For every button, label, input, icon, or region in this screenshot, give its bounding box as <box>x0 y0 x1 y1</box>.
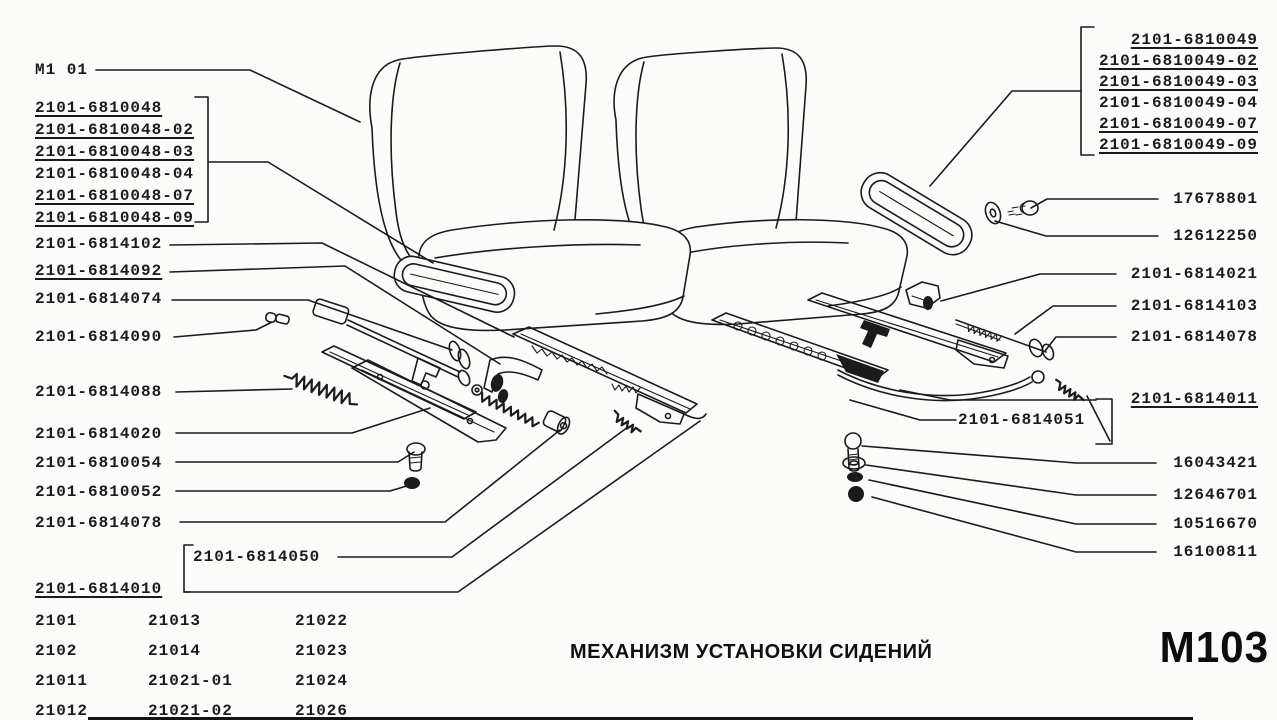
rail-6814011-drawing <box>807 292 1009 369</box>
trim-screw-drawing <box>1007 200 1039 216</box>
part-label-6814021: 2101-6814021 <box>1130 265 1258 283</box>
table-cell: 21021-01 <box>148 672 233 690</box>
part-label-10516670: 10516670 <box>1173 515 1258 533</box>
group-brackets <box>183 26 1113 593</box>
part-label-6814078-left: 2101-6814078 <box>35 514 163 532</box>
part-label-16043421: 16043421 <box>1173 454 1258 472</box>
diagram-caption: МЕХАНИЗМ УСТАНОВКИ СИДЕНИЙ <box>570 641 933 663</box>
table-cell: 21012 <box>35 702 89 720</box>
part-label-6810052: 2101-6810052 <box>35 483 163 501</box>
seat-trim-left-drawing <box>393 255 516 313</box>
part-label-6810048-04: 2101-6810048-04 <box>35 165 195 183</box>
mechanism-center-drawing <box>471 326 707 435</box>
table-cell: 21024 <box>295 672 349 690</box>
part-label-6814090: 2101-6814090 <box>35 328 163 346</box>
spring-6814088-drawing <box>283 372 359 406</box>
page-code: М103 <box>1159 623 1269 672</box>
table-cell: 21014 <box>148 642 202 660</box>
cable-6814050-drawing <box>471 384 571 435</box>
part-label-6810049-04: 2101-6810049-04 <box>1098 94 1258 112</box>
leader-lines <box>95 69 1159 593</box>
part-label-6814088: 2101-6814088 <box>35 383 163 401</box>
part-label-6810049-07: 2101-6810049-07 <box>1098 115 1258 133</box>
part-label-16100811: 16100811 <box>1173 543 1258 561</box>
bracket-6814021-drawing <box>905 281 941 310</box>
trim-washer-drawing <box>984 201 1002 225</box>
latch-lever-6814092-drawing <box>483 356 543 403</box>
model-ref-label: M1 01 <box>35 61 89 79</box>
fastener-stack-drawing <box>842 432 866 502</box>
part-label-6810049-09: 2101-6810049-09 <box>1098 136 1258 154</box>
part-label-6814102: 2101-6814102 <box>35 235 163 253</box>
part-label-6810048-02: 2101-6810048-02 <box>35 121 195 139</box>
part-label-6810049: 2101-6810049 <box>1130 31 1258 49</box>
seat-side-trim-drawing <box>860 171 1039 256</box>
part-label-6814103: 2101-6814103 <box>1130 297 1258 315</box>
part-label-6810048: 2101-6810048 <box>35 99 163 117</box>
part-label-6814050: 2101-6814050 <box>193 548 321 566</box>
part-label-6814092: 2101-6814092 <box>35 262 163 280</box>
part-label-6810049-02: 2101-6810049-02 <box>1098 52 1258 70</box>
part-label-6810048-03: 2101-6810048-03 <box>35 143 195 161</box>
part-label-6810048-09: 2101-6810048-09 <box>35 209 195 227</box>
part-label-6814078-right: 2101-6814078 <box>1130 328 1258 346</box>
part-label-6814074: 2101-6814074 <box>35 290 163 308</box>
small-spring-center-drawing <box>613 409 642 434</box>
threaded-rod-6814103-drawing <box>955 319 1055 361</box>
part-label-6814011: 2101-6814011 <box>1130 390 1258 408</box>
small-spring-right-drawing <box>1055 378 1085 402</box>
rail-bumpy-drawing <box>711 312 889 383</box>
t-connector-drawing <box>411 357 441 390</box>
table-cell: 2102 <box>35 642 78 660</box>
part-label-6814020: 2101-6814020 <box>35 425 163 443</box>
part-label-12646701: 12646701 <box>1173 486 1258 504</box>
table-cell: 21026 <box>295 702 349 720</box>
part-label-6814010: 2101-6814010 <box>35 580 163 598</box>
table-cell: 21011 <box>35 672 89 690</box>
part-label-6810054: 2101-6810054 <box>35 454 163 472</box>
part-label-6810048-07: 2101-6810048-07 <box>35 187 195 205</box>
bushings-drawing <box>448 340 471 370</box>
table-cell: 21022 <box>295 612 349 630</box>
part-label-12612250: 12612250 <box>1173 227 1258 245</box>
pin-6814090-drawing <box>264 311 290 325</box>
torsion-bar-drawing <box>312 298 471 387</box>
table-cell: 21013 <box>148 612 202 630</box>
mechanism-left-drawing <box>264 298 543 489</box>
part-label-6814051: 2101-6814051 <box>958 411 1086 429</box>
part-label-6810049-03: 2101-6810049-03 <box>1098 73 1258 91</box>
rail-upper-slat-drawing <box>321 345 477 420</box>
page-bottom-edge <box>88 717 1193 720</box>
toothed-rail-drawing <box>512 326 707 425</box>
seat-left-drawing <box>369 45 692 332</box>
rail-6814020-drawing <box>351 359 507 443</box>
table-cell: 2101 <box>35 612 78 630</box>
part-label-17678801: 17678801 <box>1173 190 1258 208</box>
nut-6810052-drawing <box>404 477 420 489</box>
table-cell: 21023 <box>295 642 349 660</box>
mechanism-right-drawing <box>711 281 1085 502</box>
table-cell: 21021-02 <box>148 702 233 720</box>
bolt-6810054-drawing <box>406 442 426 472</box>
